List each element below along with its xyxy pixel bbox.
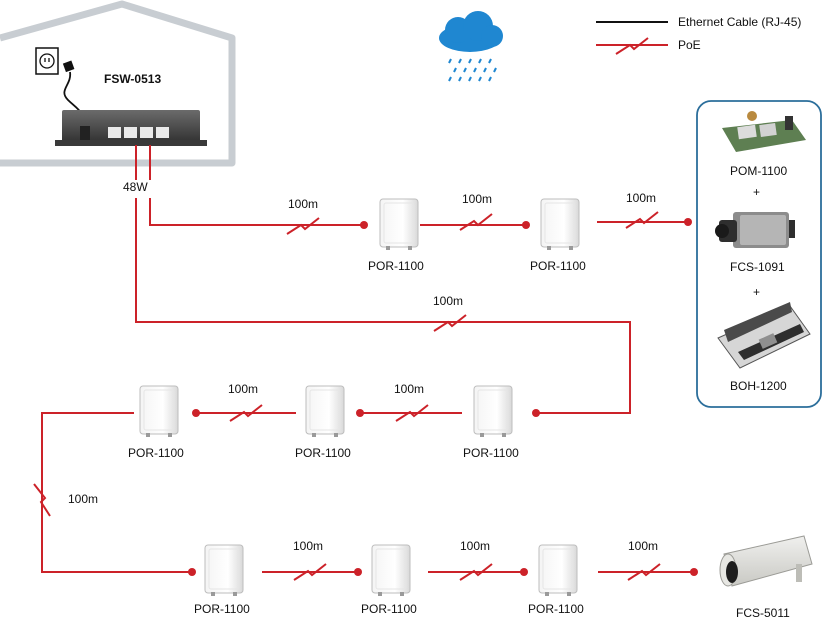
poe-repeater-icon [139,385,179,438]
repeater-label: POR-1100 [528,602,584,616]
poe-repeater-icon [538,544,578,597]
distance-label: 100m [288,197,318,211]
distance-label: 100m [433,294,463,308]
repeaters [139,198,580,597]
connection-dots [188,218,698,576]
legend-poe-label: PoE [678,38,701,52]
distance-labels: 100m 100m 100m 100m 100m 100m 100m 100m … [68,191,658,553]
cable-left [41,412,192,573]
legend: Ethernet Cable (RJ-45) PoE [596,15,801,55]
camera-icon [719,535,813,587]
repeater-label: POR-1100 [361,602,417,616]
distance-label: 100m [394,382,424,396]
repeater-label: POR-1100 [128,446,184,460]
poe-repeater-icon [473,385,513,438]
switch-device [55,110,207,146]
plus-sign: + [753,285,760,299]
camera-icon [715,212,795,248]
endpoint-item: POM-1100 [730,164,787,178]
cable-long [135,198,631,414]
repeater-label: POR-1100 [194,602,250,616]
camera-end-label: FCS-5011 [736,606,790,620]
distance-label: 100m [228,382,258,396]
poe-repeater-icon [305,385,345,438]
poe-repeater-icon [379,198,419,251]
power-budget-label: 48W [123,180,148,194]
repeater-label: POR-1100 [368,259,424,273]
poe-cables [41,145,694,573]
endpoint-box: POM-1100 + FCS-1091 + BOH-1200 [696,100,822,408]
distance-label: 100m [462,192,492,206]
distance-label: 100m [460,539,490,553]
camera-housing-icon [717,302,811,369]
endpoint-item: BOH-1200 [730,379,787,393]
poe-repeater-icon [204,544,244,597]
distance-label: 100m [293,539,323,553]
distance-label: 100m [68,492,98,506]
switch-name: FSW-0513 [104,72,161,86]
repeater-label: POR-1100 [463,446,519,460]
legend-ethernet-label: Ethernet Cable (RJ-45) [678,15,801,29]
building-outline [0,0,236,167]
poe-repeater-icon [540,198,580,251]
cable-top-1 [149,198,364,226]
repeater-label: POR-1100 [295,446,351,460]
plus-sign: + [753,185,760,199]
repeater-label: POR-1100 [530,259,586,273]
rain-cloud-icon [439,11,503,82]
endpoint-item: FCS-1091 [730,260,785,274]
repeater-labels: POR-1100 POR-1100 POR-1100 POR-1100 POR-… [128,259,586,616]
distance-label: 100m [626,191,656,205]
distance-label: 100m [628,539,658,553]
poe-repeater-icon [371,544,411,597]
power-outlet-icon [35,47,59,75]
poe-module-icon [722,111,806,152]
